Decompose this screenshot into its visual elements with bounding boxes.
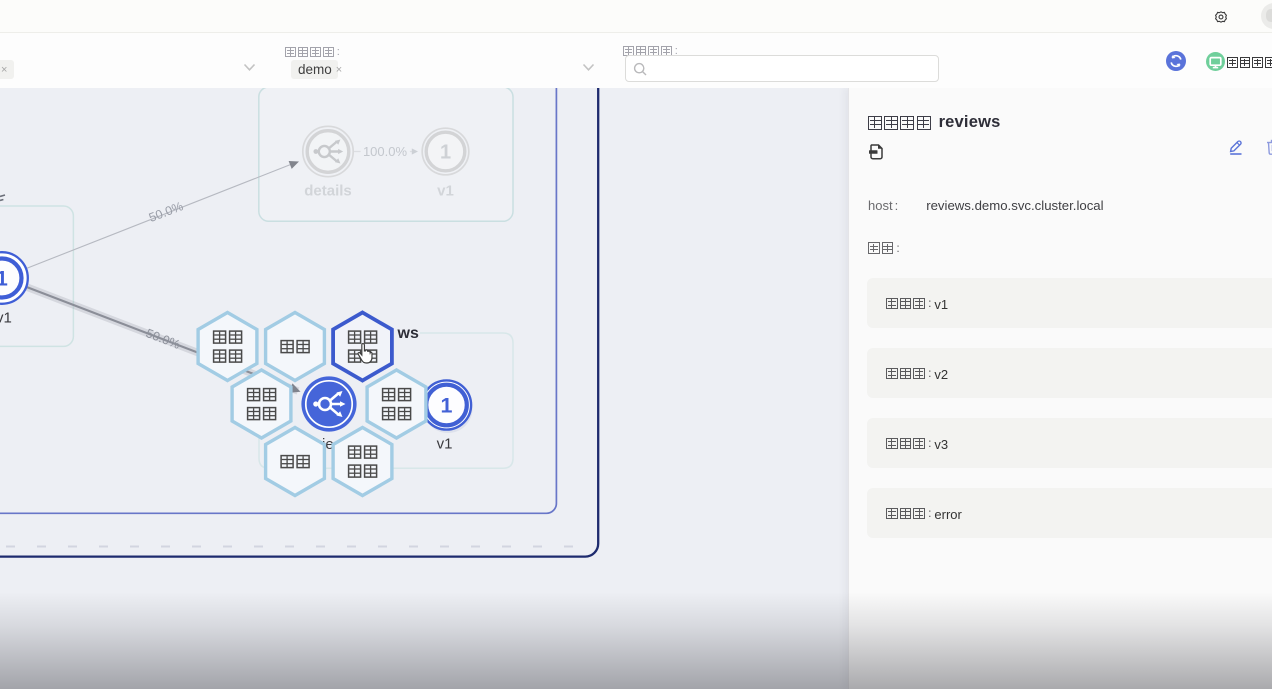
svg-text:v1: v1	[437, 436, 453, 453]
svg-text:v1: v1	[437, 183, 454, 200]
svg-text:1: 1	[441, 394, 453, 418]
svg-text:ie: ie	[322, 436, 334, 453]
svg-text:1: 1	[440, 142, 451, 164]
svg-text:details: details	[304, 183, 352, 200]
svg-text:1: 1	[0, 268, 8, 291]
svg-text:50.0%: 50.0%	[144, 326, 182, 352]
svg-text:100.0%: 100.0%	[363, 144, 408, 159]
svg-text:ws: ws	[397, 325, 419, 342]
svg-text:v1: v1	[0, 310, 12, 327]
svg-text:50.0%: 50.0%	[147, 199, 185, 225]
